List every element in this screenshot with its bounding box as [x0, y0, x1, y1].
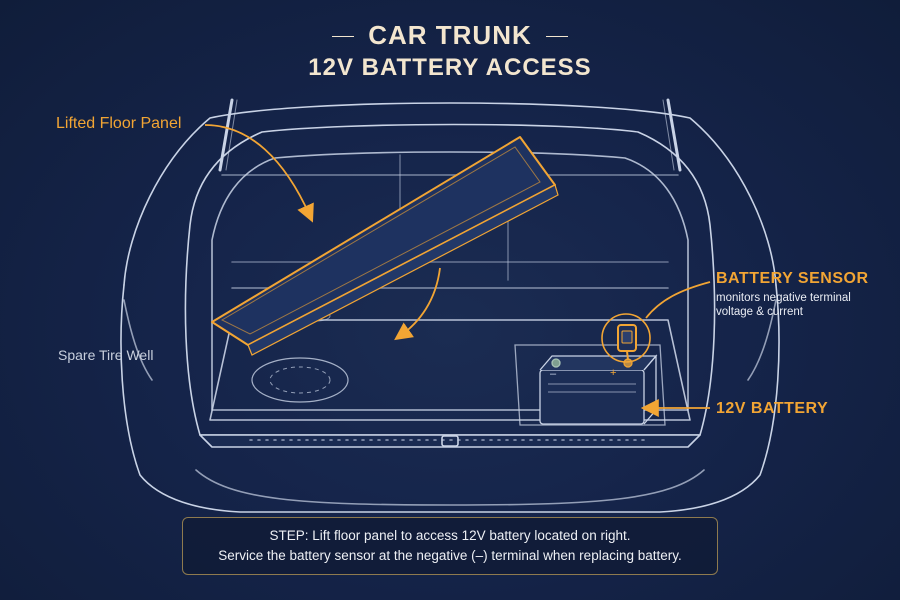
- battery-sensor-description: monitors negative terminal voltage & cur…: [716, 292, 851, 318]
- step-line-1: STEP: Lift floor panel to access 12V bat…: [269, 528, 631, 543]
- negative-terminal-sign: –: [550, 368, 557, 380]
- diagram-title-line2: 12V BATTERY ACCESS: [308, 54, 592, 81]
- title-rule-right: [546, 36, 568, 37]
- diagram-title-line1: CAR TRUNK: [368, 20, 532, 50]
- car-body-outline: [120, 98, 780, 513]
- title-rule-left: [332, 36, 354, 37]
- battery-sensor-label: BATTERY SENSOR: [716, 270, 869, 287]
- step-line-2: Service the battery sensor at the negati…: [218, 548, 682, 563]
- battery-compartment: [514, 344, 666, 426]
- spare-tire-well-label: Spare Tire Well: [58, 347, 154, 363]
- lifted-floor-panel-label: Lifted Floor Panel: [56, 115, 182, 132]
- step-instruction-box: STEP: Lift floor panel to access 12V bat…: [182, 517, 718, 575]
- battery-label: 12V BATTERY: [716, 400, 829, 417]
- positive-terminal-sign: +: [610, 367, 617, 379]
- lifted-floor-panel: [211, 136, 559, 356]
- callout-lines: [204, 124, 711, 417]
- battery-sensor: [601, 313, 651, 363]
